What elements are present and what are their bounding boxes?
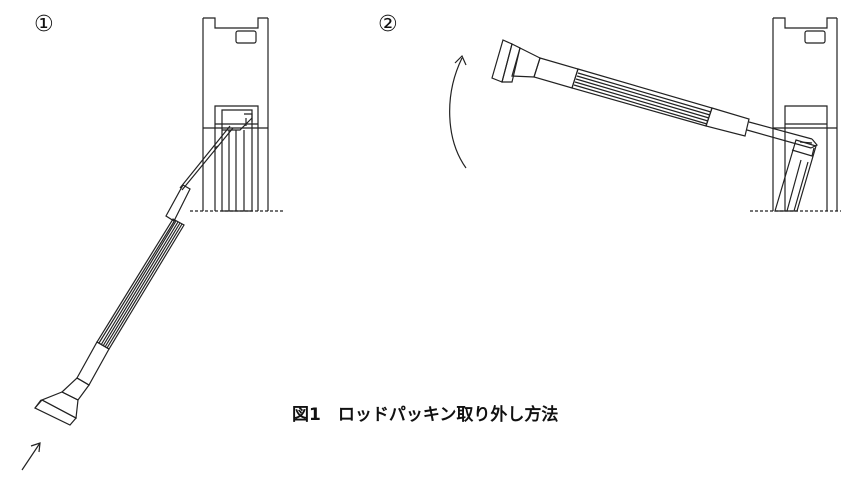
figure-caption: 図1 ロッドパッキン取り外し方法 <box>292 405 559 425</box>
step-1-label: ① <box>34 12 54 37</box>
step2-tilted-packing <box>775 140 816 211</box>
step2-rotate-arrow-icon <box>450 56 466 168</box>
step2-housing <box>773 18 837 211</box>
step2-screwdriver <box>492 40 817 148</box>
step1-push-arrow-icon <box>22 443 40 470</box>
step1-housing <box>203 18 268 211</box>
step1-screwdriver <box>35 126 233 425</box>
step-2-label: ② <box>378 12 398 37</box>
